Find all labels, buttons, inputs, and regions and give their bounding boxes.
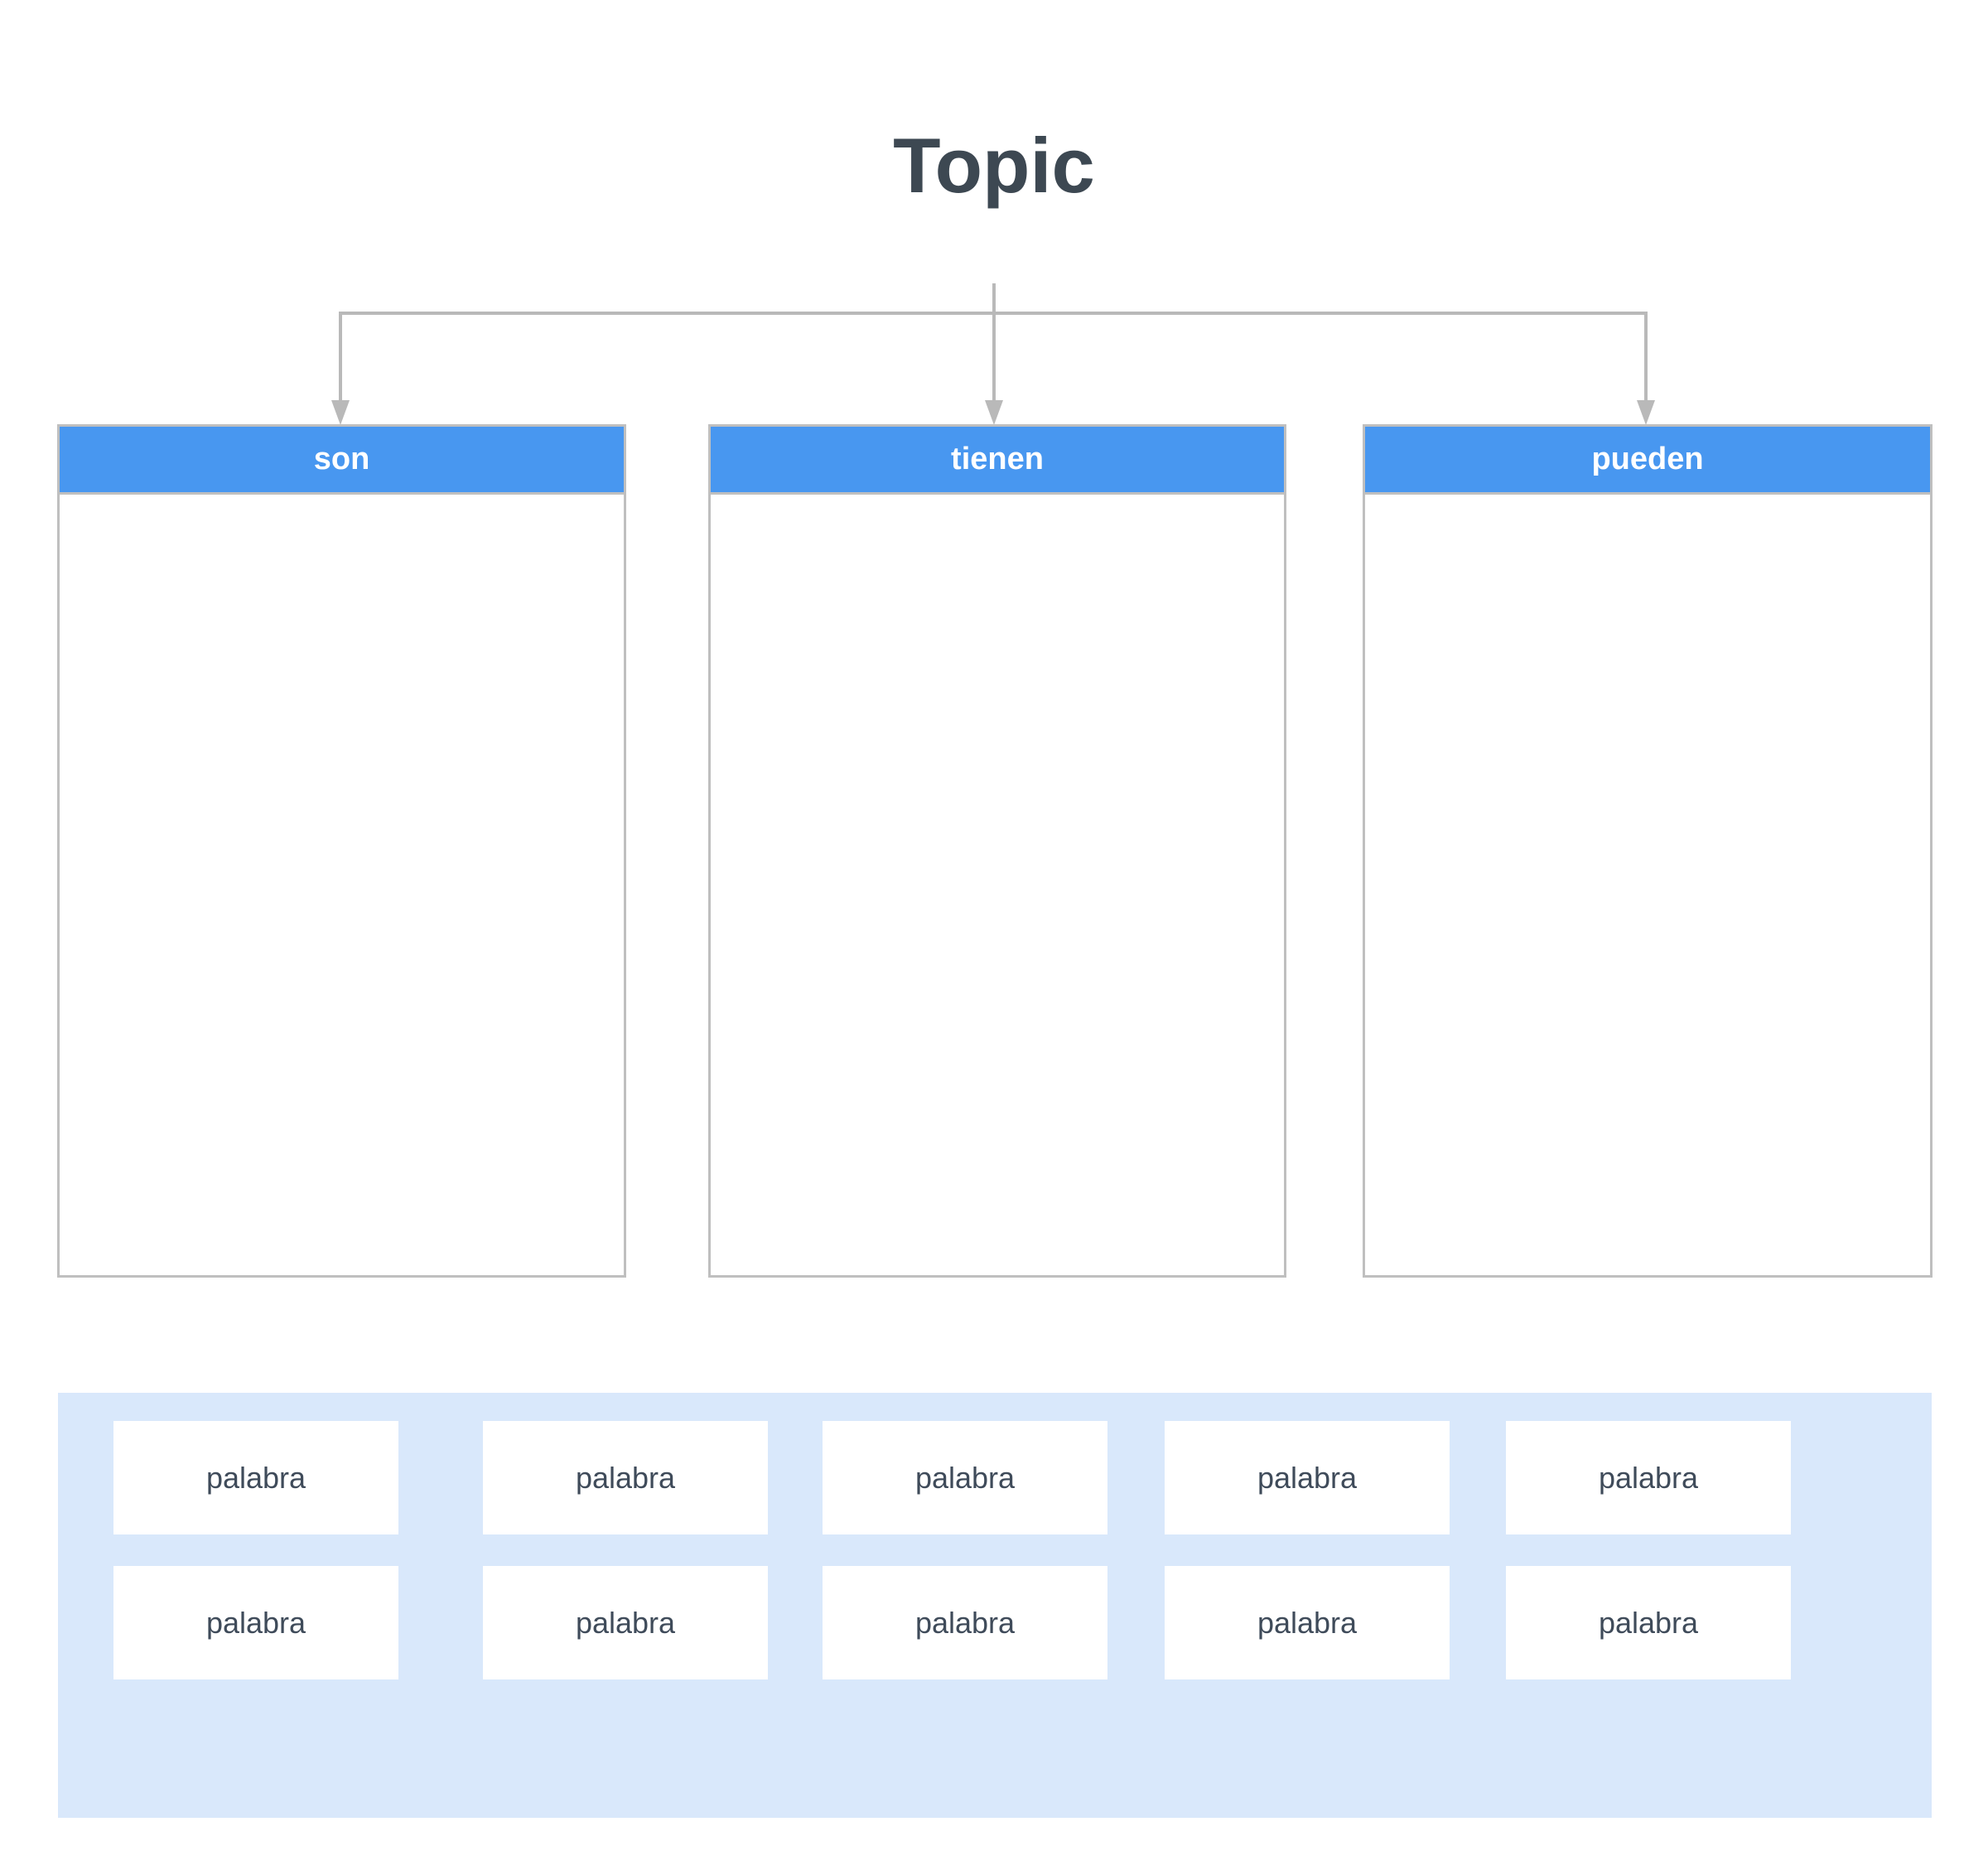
category-column-son: son (57, 424, 626, 1278)
word-card[interactable]: palabra (1506, 1421, 1791, 1534)
topic-title: Topic (893, 122, 1095, 209)
arrow-down-icon (331, 400, 350, 425)
word-card[interactable]: palabra (483, 1566, 768, 1679)
arrow-down-icon (1637, 400, 1655, 425)
column-label: tienen (951, 442, 1044, 476)
arrow-down-icon (985, 400, 1003, 425)
column-label: son (313, 442, 370, 476)
column-header-son: son (60, 427, 624, 495)
word-card[interactable]: palabra (823, 1566, 1107, 1679)
word-card[interactable]: palabra (1165, 1421, 1450, 1534)
word-card[interactable]: palabra (113, 1566, 398, 1679)
column-header-pueden: pueden (1365, 427, 1930, 495)
connector-right-line (1644, 312, 1648, 401)
column-dropzone-pueden[interactable] (1365, 495, 1930, 1275)
word-card[interactable]: palabra (113, 1421, 398, 1534)
word-card[interactable]: palabra (1506, 1566, 1791, 1679)
column-header-tienen: tienen (711, 427, 1284, 495)
connector-left-line (339, 312, 342, 401)
word-card[interactable]: palabra (823, 1421, 1107, 1534)
connector-stem-line (992, 283, 996, 314)
connector-middle-line (992, 312, 996, 401)
column-dropzone-son[interactable] (60, 495, 624, 1275)
word-card[interactable]: palabra (483, 1421, 768, 1534)
category-column-pueden: pueden (1363, 424, 1933, 1278)
column-label: pueden (1591, 442, 1704, 476)
word-card[interactable]: palabra (1165, 1566, 1450, 1679)
column-dropzone-tienen[interactable] (711, 495, 1284, 1275)
category-column-tienen: tienen (708, 424, 1286, 1278)
